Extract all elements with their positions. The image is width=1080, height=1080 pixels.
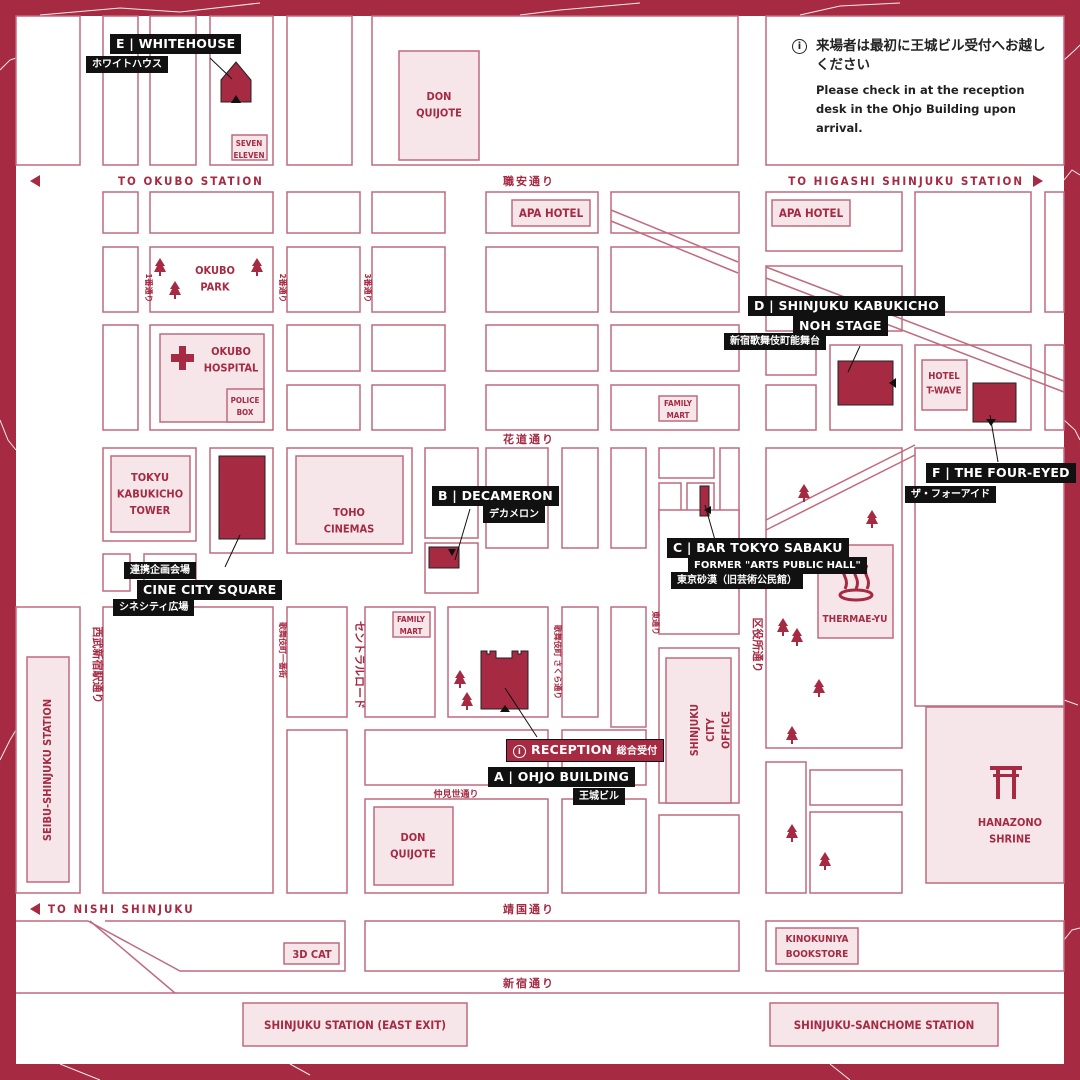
toho-cinemas-building bbox=[295, 455, 404, 545]
street-central-road: セントラルロード bbox=[353, 621, 366, 709]
venue-c-label-jp[interactable]: 東京砂漠（旧芸術公民館） bbox=[671, 572, 803, 589]
street-ichibangai: 歌舞伎町一番街 bbox=[278, 622, 288, 678]
landmark-apa-hotel-1[interactable]: APA HOTEL bbox=[519, 206, 584, 220]
venue-b-label[interactable]: B | DECAMERON bbox=[432, 486, 559, 506]
direction-higashi-shinjuku[interactable]: TO HIGASHI SHINJUKU STATION bbox=[788, 174, 1024, 188]
venue-f-label[interactable]: F | THE FOUR-EYED bbox=[926, 463, 1076, 483]
landmark-thermae-yu[interactable]: THERMAE-YU bbox=[823, 614, 888, 625]
venue-e-building bbox=[220, 61, 252, 103]
entrance-markers bbox=[231, 95, 996, 712]
street-higashi: 東通り bbox=[651, 611, 661, 635]
street-seibu-ekimae: 西武新宿駅通り bbox=[91, 627, 105, 704]
direction-okubo[interactable]: TO OKUBO STATION bbox=[118, 174, 264, 188]
direction-nishi-shinjuku[interactable]: TO NISHI SHINJUKU bbox=[48, 902, 195, 916]
shinjuku-station-building bbox=[242, 1002, 468, 1047]
street-shokuan: 職安通り bbox=[503, 174, 555, 188]
landmark-sanchome-station[interactable]: SHINJUKU-SANCHOME STATION bbox=[794, 1018, 975, 1032]
venue-a-label-jp[interactable]: 王城ビル bbox=[573, 788, 625, 805]
venue-f-label-jp[interactable]: ザ・フォーアイド bbox=[905, 486, 997, 503]
street-shinjuku: 新宿通り bbox=[503, 976, 555, 990]
seibu-station-building bbox=[26, 656, 70, 883]
check-in-notice: i 来場者は最初に王城ビル受付へお越しください Please check in a… bbox=[790, 37, 1055, 138]
info-icon: i bbox=[513, 745, 526, 758]
family-mart-2-building bbox=[392, 611, 431, 638]
tokyu-tower-building bbox=[110, 455, 191, 533]
venue-d-label[interactable]: D | SHINJUKU KABUKICHO bbox=[748, 296, 946, 316]
landmark-seibu-station[interactable]: SEIBU-SHINJUKU STATION bbox=[41, 699, 54, 841]
venue-a-building bbox=[480, 650, 529, 710]
reception-title: RECEPTION bbox=[531, 742, 613, 757]
sanchome-station-building bbox=[769, 1002, 999, 1047]
landmark-apa-hotel-2[interactable]: APA HOTEL bbox=[779, 206, 844, 220]
venue-cine-label-jp[interactable]: シネシティ広場 bbox=[113, 599, 195, 616]
leader-lines bbox=[209, 57, 999, 738]
venue-cine-label[interactable]: CINE CITY SQUARE bbox=[137, 580, 283, 600]
venue-e-label-jp[interactable]: ホワイトハウス bbox=[86, 56, 168, 73]
hotel-twave-building bbox=[921, 359, 968, 411]
seven-eleven-building bbox=[231, 134, 268, 161]
street-sakura: 歌舞伎町 さくら通り bbox=[553, 625, 563, 700]
landmark-3d-cat[interactable]: 3D CAT bbox=[292, 948, 332, 961]
city-office-building bbox=[665, 657, 732, 804]
venue-cine-building bbox=[218, 455, 266, 540]
street-kuyakusho: 区役所通り bbox=[751, 618, 765, 673]
hanazono-shrine-building bbox=[925, 706, 1065, 884]
reception-jp: 総合受付 bbox=[616, 746, 658, 757]
street-3ban: 3番通り bbox=[363, 273, 373, 302]
venue-c-label[interactable]: C | BAR TOKYO SABAKU bbox=[667, 538, 849, 558]
venue-d-building bbox=[837, 360, 894, 406]
apa-hotel-2-building bbox=[771, 199, 851, 227]
torii-icon bbox=[990, 766, 1022, 799]
street-hanamichi: 花道通り bbox=[503, 432, 555, 446]
hospital-cross-icon bbox=[171, 346, 194, 370]
arrow-left-icon bbox=[30, 903, 40, 915]
street-1ban: 1番通り bbox=[144, 273, 154, 302]
venue-a-label[interactable]: A | OHJO BUILDING bbox=[488, 767, 636, 787]
venue-f-building bbox=[972, 382, 1017, 423]
city-blocks bbox=[15, 15, 1065, 972]
info-icon: i bbox=[792, 39, 807, 54]
don-quijote-north-building bbox=[398, 50, 480, 161]
3d-cat-building bbox=[283, 942, 340, 965]
venue-d-label-jp[interactable]: 新宿歌舞伎町能舞台 bbox=[724, 333, 826, 350]
reception-label[interactable]: i RECEPTION 総合受付 bbox=[506, 739, 665, 762]
police-box-building bbox=[226, 388, 265, 423]
venue-c-label-sub[interactable]: FORMER "ARTS PUBLIC HALL" bbox=[688, 557, 867, 574]
venue-c-building bbox=[699, 485, 710, 517]
street-2ban: 2番通り bbox=[278, 273, 288, 302]
landmark-shinjuku-station[interactable]: SHINJUKU STATION (EAST EXIT) bbox=[264, 1018, 446, 1032]
tree-icon bbox=[154, 258, 166, 276]
street-nakamise: 仲見世通り bbox=[433, 788, 478, 800]
arrow-right-icon bbox=[1033, 175, 1043, 187]
family-mart-1-building bbox=[658, 395, 698, 422]
venue-cine-label-top[interactable]: 連携企画会場 bbox=[124, 562, 196, 579]
venue-d-label-2[interactable]: NOH STAGE bbox=[793, 316, 888, 336]
tree-icons bbox=[154, 258, 878, 870]
venue-b-label-jp[interactable]: デカメロン bbox=[483, 506, 545, 523]
apa-hotel-1-building bbox=[511, 199, 591, 227]
street-yasukuni: 靖国通り bbox=[503, 902, 555, 916]
don-quijote-south-building bbox=[373, 806, 454, 886]
venue-e-label[interactable]: E | WHITEHOUSE bbox=[110, 34, 242, 54]
notice-en: Please check in at the reception desk in… bbox=[816, 83, 1025, 135]
notice-jp: 来場者は最初に王城ビル受付へお越しください bbox=[816, 38, 1046, 73]
arrow-left-icon bbox=[30, 175, 40, 187]
kinokuniya-building bbox=[775, 927, 859, 965]
